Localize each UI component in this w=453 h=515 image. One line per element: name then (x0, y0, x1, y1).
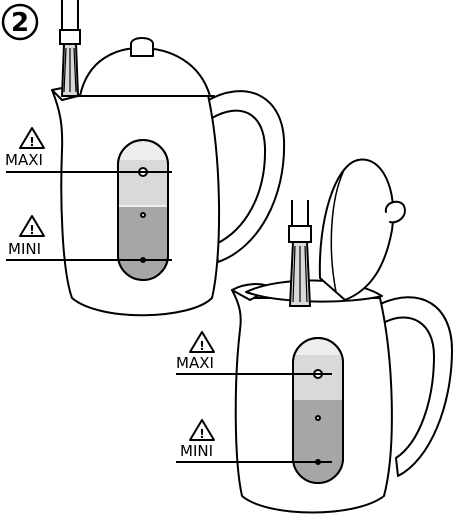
svg-text:!: ! (199, 339, 204, 353)
kettle-left-lid-knob (130, 37, 154, 57)
left-min-label: MINI (8, 240, 41, 258)
left-max-label: MAXI (5, 151, 43, 169)
svg-text:!: ! (199, 427, 204, 441)
faucet-right (288, 200, 312, 307)
svg-text:!: ! (29, 223, 34, 237)
right-max-label: MAXI (176, 354, 214, 372)
kettle-right-handle (377, 296, 453, 477)
right-min-label: MINI (180, 442, 213, 460)
kettle-right (231, 158, 453, 514)
warning-triangle-icon (19, 127, 45, 149)
svg-text:!: ! (29, 135, 34, 149)
step-badge: 2 (1, 3, 39, 41)
kettle-right-lid-knob (384, 200, 406, 224)
left-max-annotation: ! MAXI (5, 127, 172, 173)
kettle-right-water-level (294, 400, 342, 482)
right-max-annotation: ! MAXI (176, 331, 332, 375)
step-number: 2 (11, 8, 29, 38)
kettle-left (51, 37, 286, 317)
warning-triangle-icon (19, 215, 45, 237)
kettle-right-lid (318, 158, 395, 301)
faucet-left (59, 0, 81, 97)
warning-triangle-icon (189, 419, 215, 441)
right-min-annotation: ! MINI (176, 419, 332, 463)
left-min-annotation: ! MINI (6, 215, 172, 261)
warning-triangle-icon (189, 331, 215, 353)
